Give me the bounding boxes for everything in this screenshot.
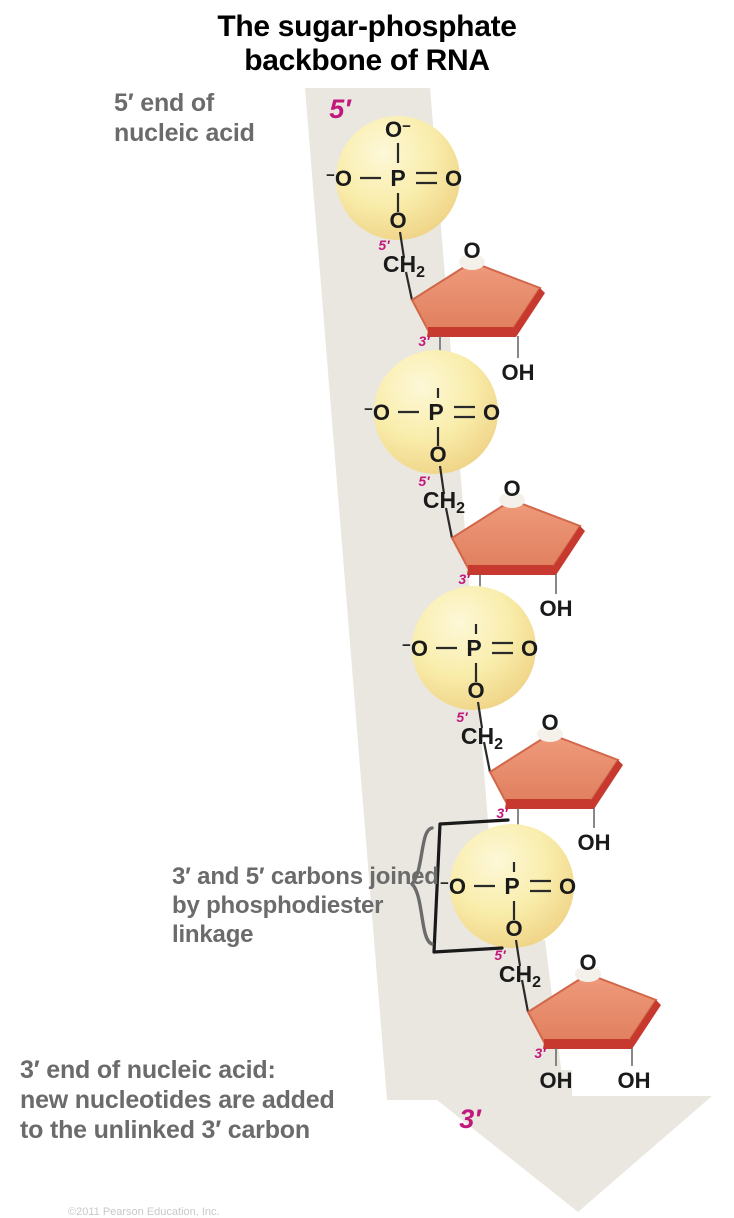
nucleotide-unit-2: −O P O O 5′ CH2 O 3′ O OH [364,350,585,621]
phosphate-bonds-3 [436,624,513,773]
atom-label-o-minus-left-3: −O [402,636,428,661]
atom-label-oh-2prime-terminal: OH [618,1068,651,1093]
page-title-line-2: backbone of RNA [244,43,490,77]
atom-label-oh-2: OH [540,596,573,621]
copyright-credit: ©2011 Pearson Education, Inc. [68,1206,220,1218]
atom-label-phosphorus-1: P [390,165,405,191]
background-arrow-band [305,88,712,1212]
annotation-5prime-end: 5′ end of nucleic acid [114,89,255,147]
sugar-ring-3 [488,726,623,809]
atom-label-oh-1: OH [502,360,535,385]
sugar-substituent-bonds-4 [555,1048,633,1066]
atom-label-o-minus-left-2: −O [364,400,390,425]
phosphate-sphere-4 [450,824,574,948]
atom-label-o-bottom-1: O [389,208,406,233]
atom-label-oh-3: OH [578,830,611,855]
atom-label-o-minus-left-1: −O [326,166,352,191]
phosphodiester-curly-brace [409,826,434,946]
phosphate-sphere-2 [374,350,498,474]
carbon-label-3prime-3: 3′ [496,805,508,821]
atom-label-oh-3prime-terminal: OH [540,1068,573,1093]
phosphate-bonds-2 [398,388,475,539]
carbon-label-3prime-4: 3′ [534,1045,546,1061]
carbon-label-5prime-4: 5′ [494,947,506,963]
atom-label-ch2-1: CH2 [383,251,425,281]
atom-label-phosphorus-4: P [504,873,519,899]
annotation-phosphodiester-linkage: 3′ and 5′ carbons joined by phosphodiest… [172,863,439,948]
phosphate-bonds-4 [474,862,551,1013]
atom-label-o-double-3: O [521,636,538,661]
nucleotide-unit-4: −O P O O 5′ CH2 O 3′ OH OH [440,824,661,1093]
atom-label-phosphorus-3: P [466,635,481,661]
phosphate-sphere-1 [336,116,460,240]
atom-label-phosphorus-2: P [428,399,443,425]
atom-label-o-double-1: O [445,166,462,191]
atom-label-ring-oxygen-2: O [503,476,520,501]
annotation-3prime-end: 3′ end of nucleic acid: new nucleotides … [20,1056,335,1144]
phosphate-sphere-3 [412,586,536,710]
atom-label-o-minus-left-4: −O [440,874,466,899]
nucleotide-unit-3: −O P O O 5′ CH2 O 3′ O OH [402,586,623,855]
page-title: The sugar-phosphate backbone of RNA [0,10,734,77]
atom-label-ring-oxygen-4: O [579,950,596,975]
page-title-line-1: The sugar-phosphate [217,10,517,43]
carbon-label-5prime-1: 5′ [378,237,390,253]
carbon-label-5prime-2: 5′ [418,473,430,489]
atom-label-ring-oxygen-1: O [463,238,480,263]
sugar-ring-4 [526,966,661,1049]
phosphodiester-bracket [432,818,510,954]
atom-label-o-double-2: O [483,400,500,425]
carbon-label-3prime-2: 3′ [458,571,470,587]
sugar-substituent-bonds-3 [517,808,595,828]
carbon-label-3prime-1: 3′ [418,333,430,349]
sugar-ring-2 [450,492,585,575]
atom-label-ch2-3: CH2 [461,723,503,753]
atom-label-o-double-4: O [559,874,576,899]
sugar-ring-1 [410,254,545,337]
atom-label-ring-oxygen-3: O [541,710,558,735]
atom-label-o-bottom-2: O [429,442,446,467]
carbon-label-5prime-3: 5′ [456,709,468,725]
phosphate-bonds-1 [360,143,437,301]
atom-label-o-bottom-4: O [505,916,522,941]
strand-label-3prime: 3′ [459,1104,482,1134]
atom-label-o-bottom-3: O [467,678,484,703]
strand-label-5prime: 5′ [329,94,352,124]
